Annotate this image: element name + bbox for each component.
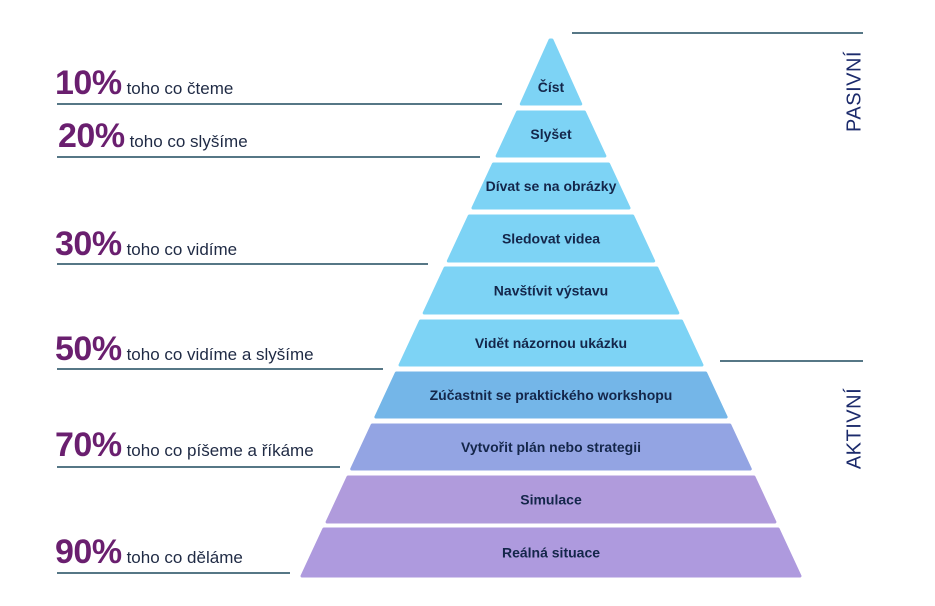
stat-percent: 30% [55,225,122,263]
leader-lines [57,32,863,574]
stat-description: toho co děláme [126,548,243,567]
stat-description: toho co vidíme [126,240,238,259]
stat-percent: 20% [58,117,125,155]
stat-70: 70% toho co píšeme a říkáme [55,426,314,465]
pyramid-tier [300,527,802,578]
pyramid-tier-label: Zúčastnit se praktického workshopu [430,387,673,403]
pyramid-tier [495,110,607,158]
pyramid-tier-label: Vytvořit plán nebo strategii [461,439,641,455]
pyramid-tier [519,38,583,106]
active-label: AKTIVNÍ [843,387,866,470]
pyramid-tier-label: Reálná situace [502,545,600,561]
stat-percent: 70% [55,426,122,464]
pyramid-tier-label: Vidět názornou ukázku [475,335,627,351]
stat-10: 10% toho co čteme [55,64,233,103]
stat-description: toho co čteme [126,79,234,98]
pyramid-tier-label: Navštívit výstavu [494,283,608,299]
pyramid-tier-label: Dívat se na obrázky [486,178,617,194]
stat-percent: 50% [55,330,122,368]
pyramid-tier-label: Slyšet [530,126,572,142]
pyramid-tier [325,475,777,524]
pyramid-tier [471,162,631,210]
stat-percent: 10% [55,64,122,102]
pyramid-tier [374,371,728,419]
stat-percent: 90% [55,533,122,571]
stat-description: toho co píšeme a říkáme [126,441,314,460]
pyramid-tier [446,214,656,263]
pyramid-tier-label: Simulace [520,492,582,508]
pyramid-tier-label: Číst [538,78,565,95]
pyramid-tier [422,266,680,315]
stat-description: toho co vidíme a slyšíme [126,345,314,364]
pyramid-tier [350,423,752,471]
stat-20: 20% toho co slyšíme [58,117,248,156]
passive-label: PASIVNÍ [843,51,866,132]
pyramid-tier [398,319,704,367]
stat-30: 30% toho co vidíme [55,225,237,264]
stat-description: toho co slyšíme [129,132,248,151]
stat-90: 90% toho co děláme [55,533,243,572]
stat-50: 50% toho co vidíme a slyšíme [55,330,314,369]
pyramid-tier-label: Sledovat videa [502,231,600,247]
